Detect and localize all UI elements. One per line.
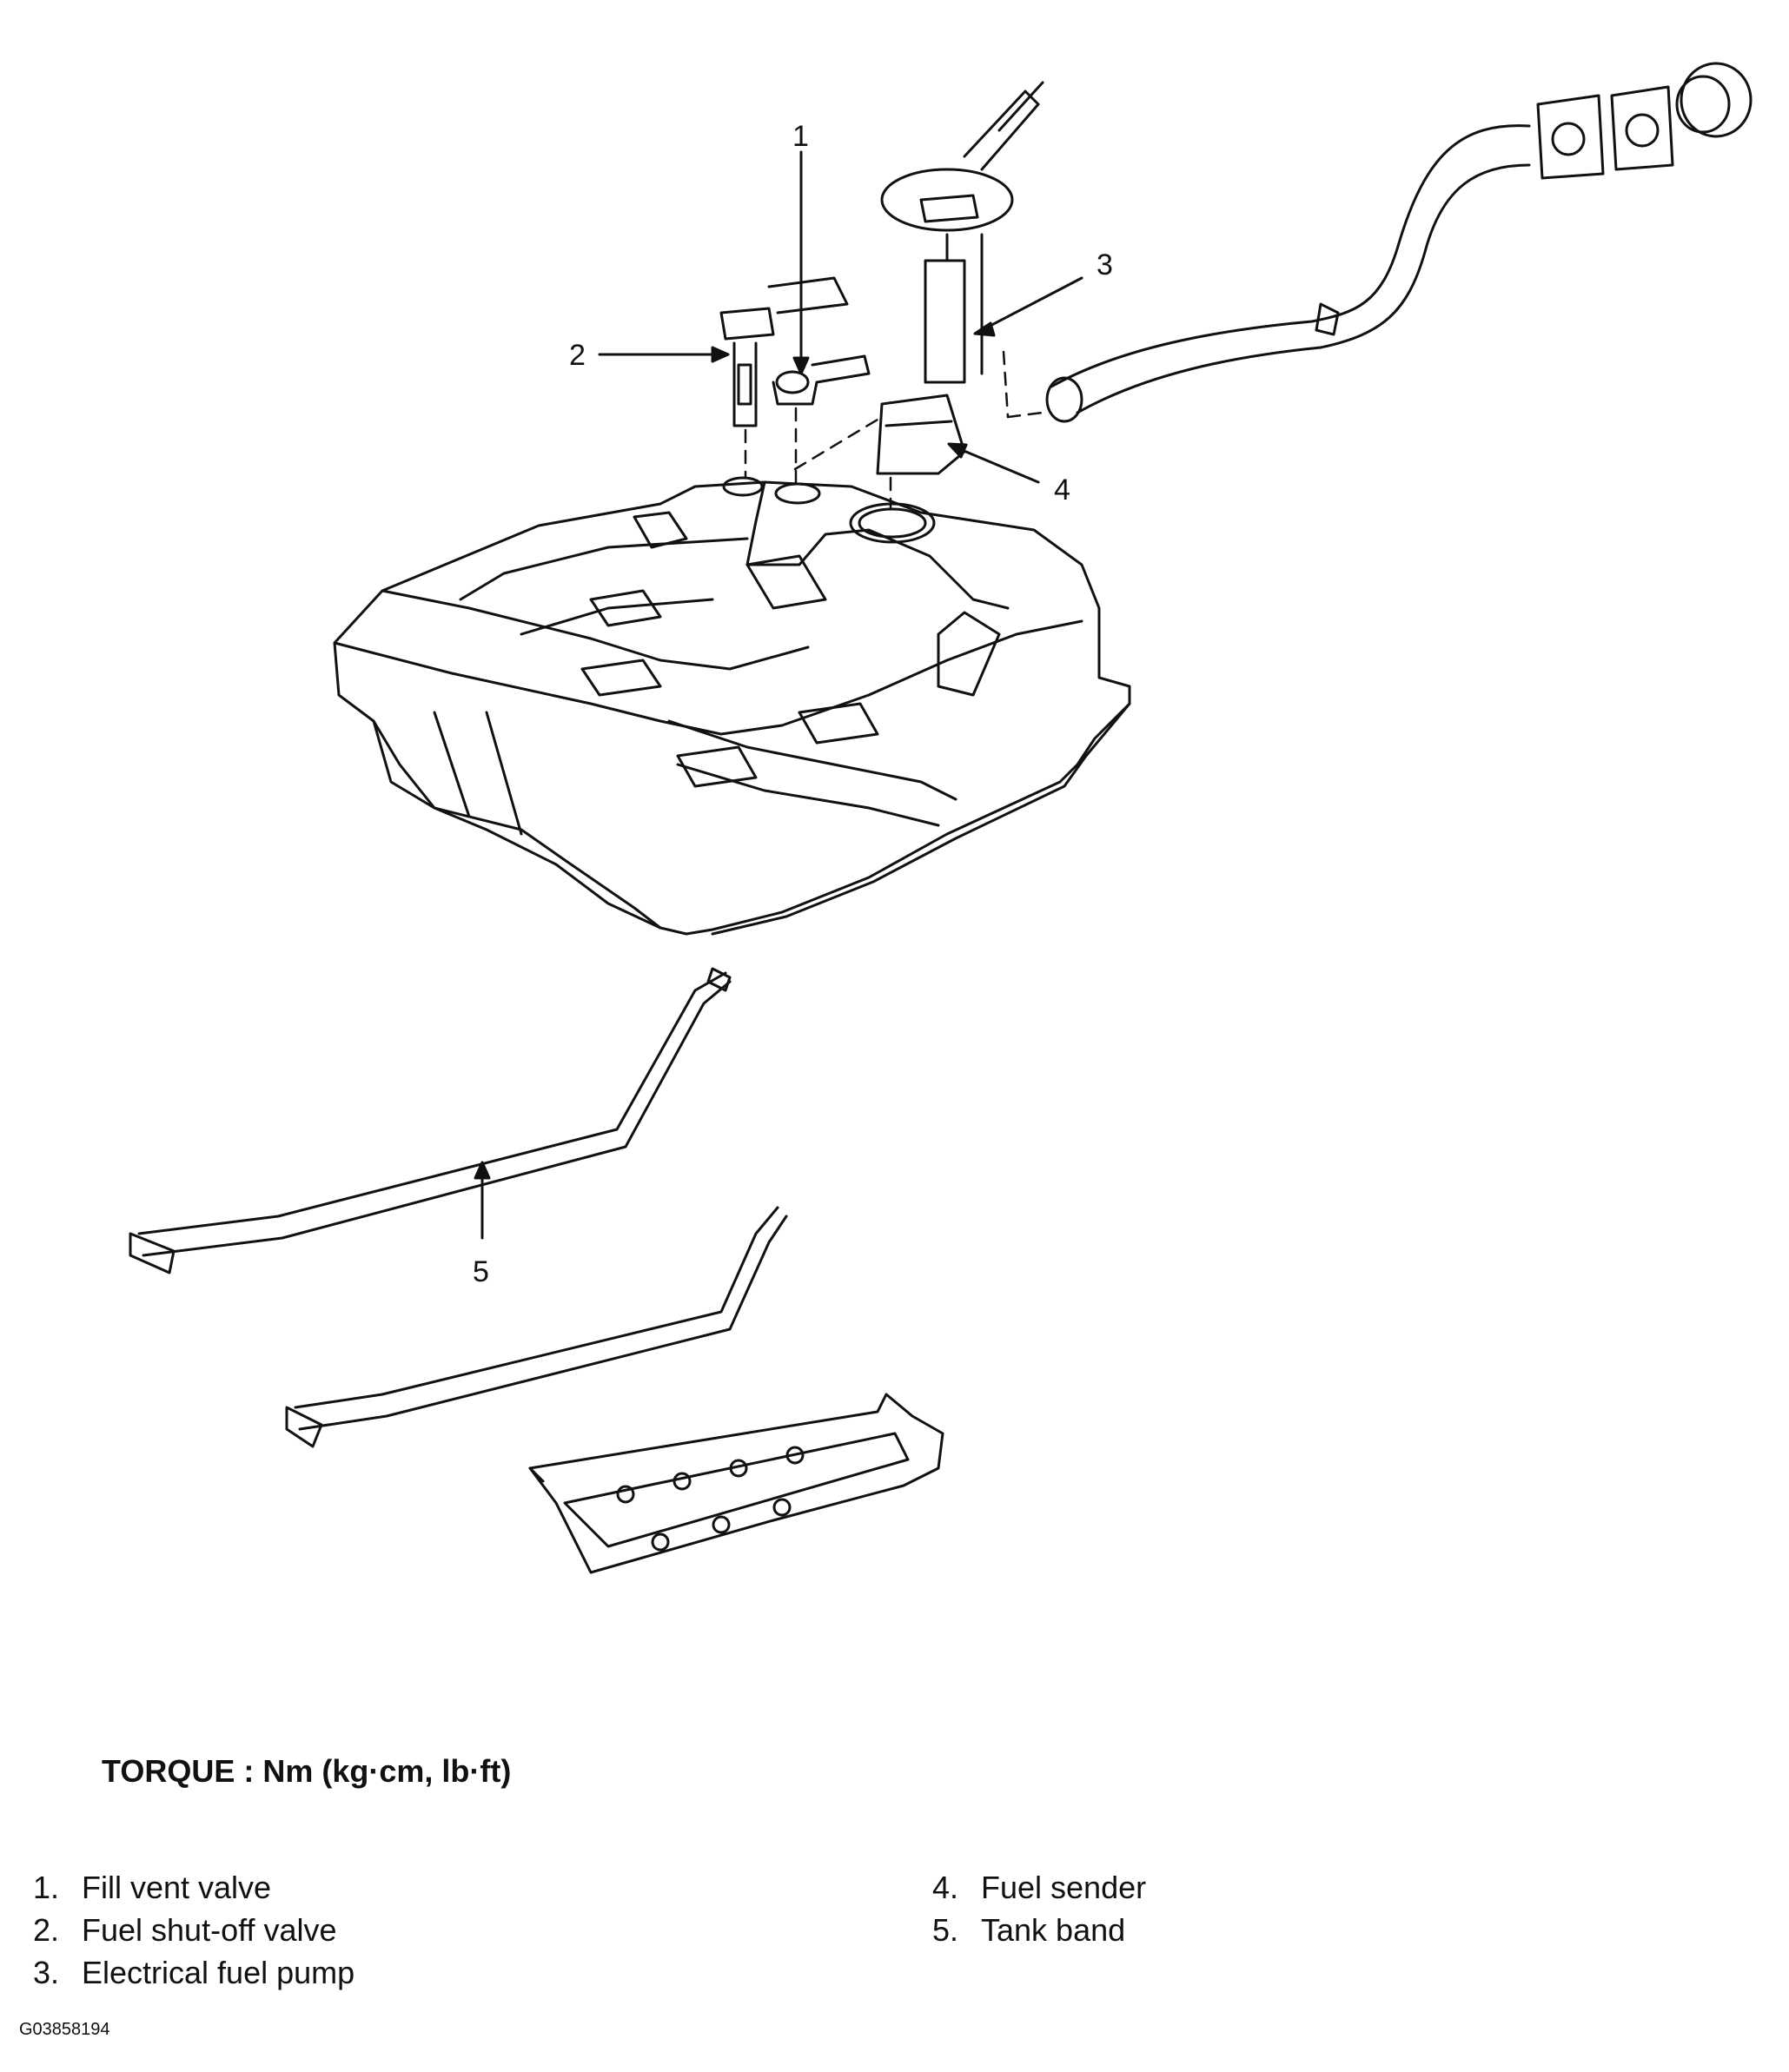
- callout-2-number: 2: [569, 339, 586, 372]
- assembly-lines: [744, 350, 1044, 510]
- legend-label: Fill vent valve: [82, 1870, 272, 1905]
- callout-4: 4: [947, 442, 1070, 506]
- callout-5-number: 5: [473, 1255, 489, 1288]
- legend-item: 3. Electrical fuel pump: [33, 1951, 354, 1994]
- legend-item: 5. Tank band: [932, 1909, 1146, 1951]
- callout-1-number: 1: [792, 120, 809, 153]
- electrical-fuel-pump: [880, 81, 1044, 384]
- callout-3-number: 3: [1097, 248, 1113, 281]
- legend-label: Tank band: [981, 1912, 1126, 1948]
- torque-heading: TORQUE : Nm (kg·cm, lb·ft): [102, 1753, 512, 1789]
- tank-band-lower: [285, 1206, 788, 1448]
- legend-number: 4.: [932, 1870, 959, 1905]
- legend-label: Fuel shut-off valve: [82, 1912, 337, 1948]
- legend-number: 5.: [932, 1912, 959, 1948]
- callout-2: 2: [569, 339, 730, 372]
- legend-number: 1.: [33, 1870, 60, 1905]
- callout-3: 3: [973, 248, 1113, 337]
- filler-neck: [1045, 124, 1531, 423]
- fill-vent-valve: [772, 354, 871, 406]
- fuel-sender: [876, 394, 966, 475]
- heat-shield: [528, 1393, 944, 1574]
- filler-cap: [1675, 62, 1753, 138]
- legend-number: 3.: [33, 1955, 60, 1990]
- legend-label: Fuel sender: [981, 1870, 1147, 1905]
- callout-4-number: 4: [1054, 473, 1070, 506]
- callout-5: 5: [473, 1161, 491, 1288]
- legend-item: 4. Fuel sender: [932, 1866, 1146, 1909]
- filler-flange: [1536, 85, 1674, 180]
- legend-item: 2. Fuel shut-off valve: [33, 1909, 354, 1951]
- legend-number: 2.: [33, 1912, 60, 1948]
- fuel-tank: [333, 476, 1131, 936]
- legend-item: 1. Fill vent valve: [33, 1866, 354, 1909]
- callout-1: 1: [792, 120, 810, 375]
- legend-left: 1.Fill vent valve 2.Fuel shut-off valve …: [33, 1866, 354, 1994]
- figure-id: G03858194: [19, 2020, 110, 2039]
- legend-label: Electrical fuel pump: [82, 1955, 355, 1990]
- fuel-shut-off-valve: [719, 276, 849, 427]
- tank-band-upper: [129, 967, 732, 1274]
- legend-right: 4. Fuel sender 5. Tank band: [932, 1866, 1146, 1951]
